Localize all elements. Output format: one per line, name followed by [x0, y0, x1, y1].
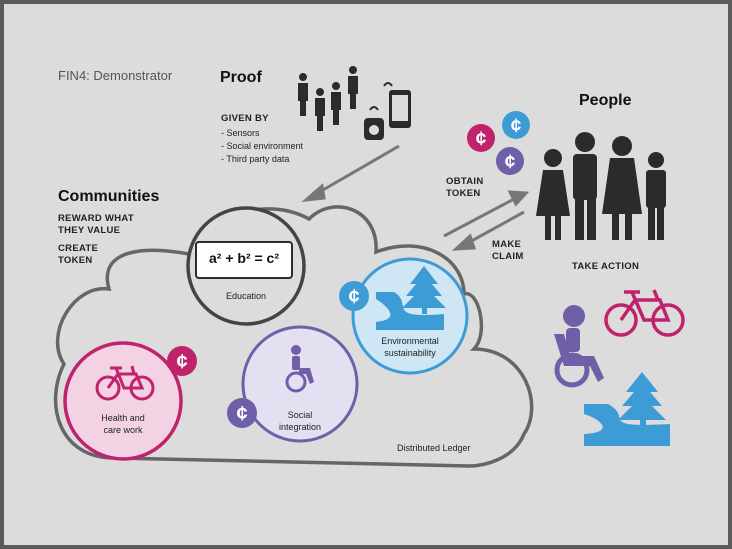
bicycle-icon [95, 365, 155, 401]
social-line: integration [278, 422, 322, 432]
wheelchair-icon [285, 345, 314, 393]
obtain-token-arrow [443, 190, 530, 238]
health-label: Health and care work [78, 412, 168, 436]
coin-icon [167, 346, 197, 376]
create-token-line: TOKEN [58, 255, 93, 266]
svg-text:¢: ¢ [176, 351, 187, 373]
environmental-label: Environmental sustainability [360, 335, 460, 359]
proof-item: - Sensors [221, 128, 260, 138]
proof-arrow [301, 144, 400, 203]
take-action-label: TAKE ACTION [572, 261, 640, 272]
make-claim-arrow [451, 210, 525, 251]
svg-text:¢: ¢ [476, 129, 487, 150]
social-label: Social integration [260, 409, 340, 433]
svg-text:¢: ¢ [236, 403, 247, 425]
formula-board [195, 241, 293, 279]
ledger-label: Distributed Ledger [397, 443, 471, 453]
environmental-line: Environmental [381, 336, 439, 346]
obtain-token-label: OBTAIN TOKEN [446, 176, 484, 200]
svg-text:¢: ¢ [505, 152, 516, 173]
people-group-icon [298, 66, 358, 131]
obtain-token-line: OBTAIN [446, 176, 484, 187]
communities-title: Communities [58, 188, 160, 205]
obtain-token-line: TOKEN [446, 188, 481, 199]
people-title: People [579, 92, 632, 109]
coin-icon [339, 281, 369, 311]
health-line: care work [103, 425, 143, 435]
svg-text:¢: ¢ [348, 286, 359, 308]
reward-label: REWARD WHAT THEY VALUE [58, 213, 134, 237]
make-claim-line: CLAIM [492, 251, 524, 262]
diagram-graphics: ¢ ¢ ¢ [53, 66, 685, 468]
social-circle [241, 325, 359, 443]
reward-line: THEY VALUE [58, 225, 121, 236]
create-token-line: CREATE [58, 243, 99, 254]
health-line: Health and [101, 413, 145, 423]
environmental-line: sustainability [384, 348, 436, 358]
health-circle [63, 341, 183, 461]
people-group-icon [536, 132, 666, 240]
coin-icon [467, 124, 495, 152]
coin-icon [496, 147, 524, 175]
river-tree-icon [584, 372, 670, 446]
coin-icon [502, 111, 530, 139]
coin-icon [227, 398, 257, 428]
make-claim-line: MAKE [492, 239, 522, 250]
create-token-label: CREATE TOKEN [58, 243, 98, 267]
phone-icon [383, 82, 411, 128]
sensor-icon [364, 106, 384, 140]
proof-item: - Social environment [221, 141, 304, 151]
bicycle-icon [604, 289, 685, 337]
river-tree-icon [376, 266, 446, 330]
wheelchair-icon [554, 305, 604, 388]
social-line: Social [287, 410, 313, 420]
make-claim-label: MAKE CLAIM [492, 239, 524, 263]
proof-title: Proof [220, 69, 262, 86]
diagram-canvas: ¢ ¢ ¢ [4, 4, 728, 545]
svg-text:¢: ¢ [511, 116, 522, 137]
education-label: Education [225, 291, 267, 301]
formula: a² + b² = c² [208, 250, 280, 266]
reward-line: REWARD WHAT [58, 213, 134, 224]
subtitle: FIN4: Demonstrator [58, 68, 173, 83]
given-by-label: GIVEN BY [221, 113, 269, 124]
proof-item: - Third party data [221, 154, 290, 164]
